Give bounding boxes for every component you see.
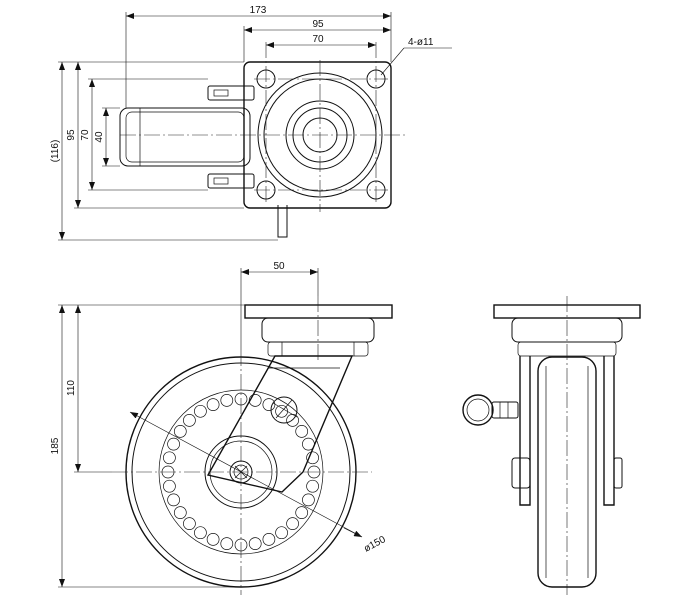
end-view-brake-ring	[462, 394, 494, 426]
dim-wheel-diameter: ø150	[362, 534, 388, 555]
bearing-ball	[306, 479, 319, 493]
end-view	[462, 296, 641, 595]
bearing-ball	[306, 451, 319, 465]
bearing-ball	[286, 517, 299, 530]
end-view-fork	[519, 356, 615, 506]
bearing-ball	[183, 517, 196, 530]
bearing-ball	[183, 414, 196, 427]
side-view-bearing-balls	[161, 392, 321, 552]
side-view-mounting-plate	[244, 304, 393, 319]
bearing-ball	[220, 394, 234, 407]
bearing-ball	[173, 425, 187, 438]
bearing-ball	[163, 479, 176, 493]
bearing-ball	[262, 398, 276, 411]
top-view-brake-lever	[277, 205, 288, 238]
top-view-wheel	[119, 107, 251, 167]
top-view	[119, 42, 405, 238]
bearing-ball	[295, 425, 309, 438]
bearing-ball	[206, 533, 220, 546]
bearing-ball	[206, 398, 220, 411]
bearing-ball	[194, 404, 207, 418]
side-view-brake-knob	[270, 396, 298, 424]
bearing-ball	[248, 537, 262, 550]
dim-offset: 50	[273, 261, 285, 272]
bearing-ball	[163, 451, 176, 465]
dim-plate-height: 95	[66, 129, 77, 141]
side-view	[112, 296, 393, 595]
bearing-ball	[173, 506, 187, 519]
dim-wheel-width: 40	[94, 131, 105, 143]
bearing-ball	[248, 394, 262, 407]
dim-overall-height: (116)	[50, 140, 61, 163]
dim-hole-pitch-x: 70	[312, 34, 324, 45]
bearing-ball	[275, 526, 288, 540]
top-view-dimensions: 173 95 70 4-ø11 (116) 95 70 40	[50, 5, 452, 241]
bearing-ball	[262, 533, 276, 546]
top-view-fork-leg-upper	[207, 85, 255, 101]
dim-bolt-holes: 4-ø11	[408, 37, 434, 48]
dim-overall-height-side: 185	[50, 437, 61, 454]
dim-plate-to-axle: 110	[66, 380, 77, 396]
side-view-dimensions: 50 185 110 ø150	[50, 261, 388, 588]
bearing-ball	[295, 506, 309, 519]
dim-plate-width: 95	[312, 19, 324, 30]
bearing-ball	[194, 526, 207, 540]
bearing-ball	[302, 493, 315, 507]
bearing-ball	[167, 493, 180, 507]
bearing-ball	[220, 537, 234, 550]
dim-overall-width: 173	[250, 5, 267, 16]
bearing-ball	[167, 437, 180, 451]
dim-hole-pitch-y: 70	[80, 129, 91, 141]
top-view-fork-leg-lower	[207, 173, 255, 189]
